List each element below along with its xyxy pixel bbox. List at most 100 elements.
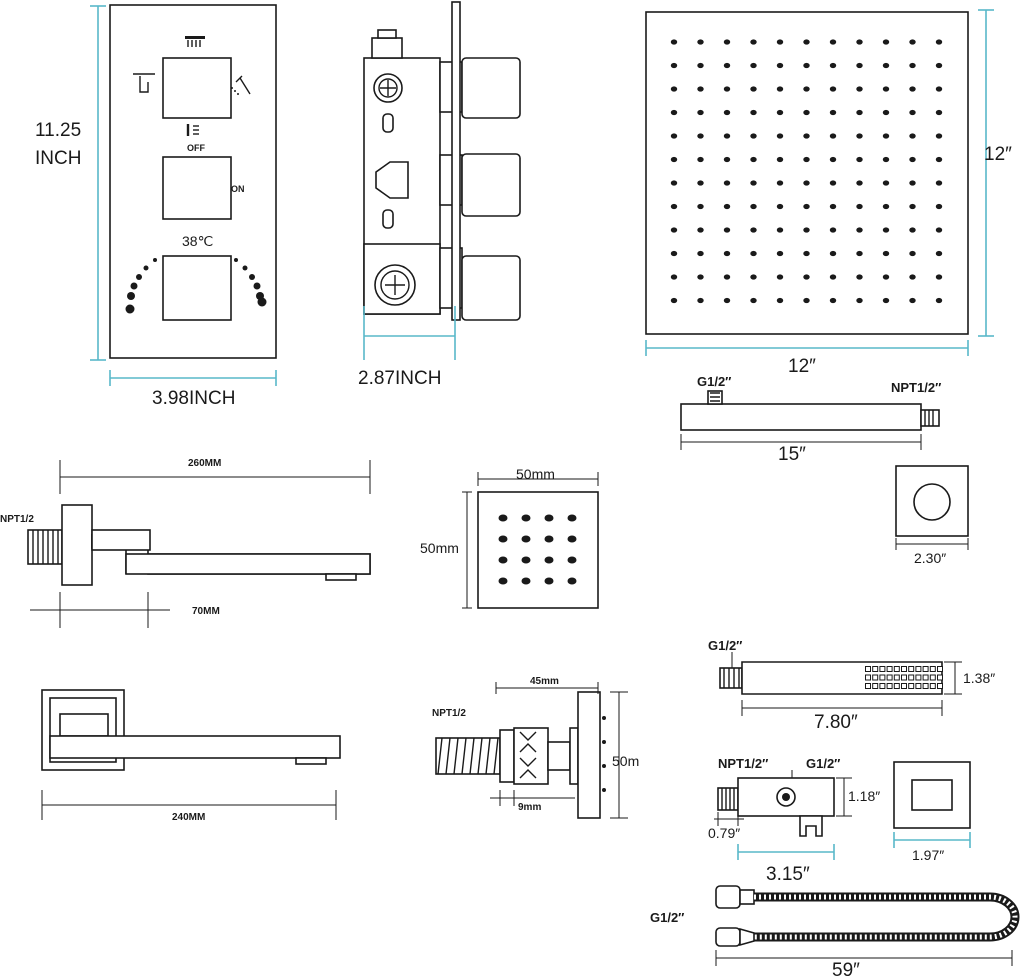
nozzle-hole [750, 62, 757, 69]
nozzle-hole [521, 577, 531, 585]
nozzle-hole [935, 62, 943, 69]
nozzle-hole [750, 250, 757, 257]
nozzle-hole [697, 62, 704, 69]
wall-elbow-holder: NPT1/2″ G1/2″ 1.18″ 0.79″ 3.15″ 1.97″ [708, 756, 971, 885]
nozzle-hole [670, 274, 678, 280]
nozzle-hole [856, 39, 863, 45]
nozzle-hole [803, 250, 810, 257]
valve-depth-label: 2.87INCH [358, 368, 441, 389]
valve-front: OFF ON 38℃ 11.25 INCH 3.98INCH [35, 4, 277, 409]
hand-shower-height-label: 1.38″ [963, 670, 995, 686]
nozzle-hole [670, 109, 678, 116]
nozzle-hole [776, 180, 784, 186]
nozzle-hole [829, 250, 837, 257]
wall-spout: 260MM NPT1/2 70MM [0, 458, 371, 628]
flange-width-label: 2.30″ [914, 550, 946, 566]
nozzle-hole [882, 62, 890, 69]
nozzle-hole [856, 109, 863, 116]
nozzle-hole [776, 109, 784, 116]
body-jet-nozzles [498, 514, 577, 585]
nozzle-hole [544, 535, 554, 543]
arm-flange: 2.30″ [895, 465, 969, 566]
nozzle-hole [829, 133, 837, 139]
nozzle-hole [776, 86, 784, 92]
nozzle-hole [670, 39, 678, 45]
jet-side-face [577, 691, 601, 819]
nozzle-hole [670, 203, 678, 210]
nozzle-hole [697, 180, 704, 186]
nozzle-hole [803, 274, 810, 280]
nozzle-hole [893, 674, 900, 681]
shower-head-face [645, 11, 969, 335]
nozzle-hole [829, 156, 837, 163]
nozzle-hole [723, 250, 731, 257]
nozzle-hole [776, 62, 784, 69]
nozzle-hole [697, 297, 704, 304]
nozzle-hole [909, 156, 916, 163]
nozzle-hole [723, 297, 731, 304]
nozzle-hole [882, 297, 890, 304]
nozzle-hole [750, 109, 757, 116]
holder-thread-length-label: 0.79″ [708, 825, 740, 841]
nozzle-hole [909, 62, 916, 69]
nozzle-hole [697, 274, 704, 280]
nozzle-hole [544, 556, 554, 564]
nozzle-hole [909, 133, 916, 139]
body-jet-face [477, 491, 599, 609]
nozzle-hole [856, 227, 863, 233]
shower-arm-body [680, 403, 922, 431]
nozzle-hole [882, 133, 890, 139]
nozzle-hole [909, 86, 916, 92]
diverter-handle-top [162, 57, 232, 119]
nozzle-hole [882, 250, 890, 257]
holder-npt-label: NPT1/2″ [718, 756, 768, 771]
nozzle-hole [803, 86, 810, 92]
shower-hose: G1/2″ 59″ [650, 885, 1020, 980]
tub-spout-arm [49, 735, 341, 759]
nozzle-hole [935, 227, 943, 233]
nozzle-hole [567, 556, 577, 564]
rain-shower-head: 12″ 12″ [645, 9, 1012, 377]
nozzle-hole [498, 556, 508, 564]
jet-side-width-label: 45mm [530, 676, 559, 687]
nozzle-hole [856, 274, 863, 280]
tub-spout-length-label: 240MM [172, 812, 205, 823]
nozzle-hole [882, 156, 890, 163]
nozzle-hole [937, 666, 943, 672]
nozzle-hole [935, 274, 943, 280]
valve-side: 2.87INCH [358, 1, 521, 389]
nozzle-hole [886, 666, 893, 672]
shower-arm-length-label: 15″ [778, 444, 806, 465]
nozzle-hole [937, 674, 943, 681]
nozzle-hole [750, 227, 757, 233]
nozzle-hole [872, 674, 879, 681]
nozzle-hole [750, 203, 757, 210]
nozzle-hole [909, 227, 916, 233]
body-jet-height-label: 50mm [420, 540, 459, 556]
nozzle-hole [908, 683, 915, 689]
shower-head-height-label: 12″ [984, 144, 1012, 165]
nozzle-hole [829, 203, 837, 210]
body-jet-icon [186, 124, 199, 136]
nozzle-hole [521, 535, 531, 543]
nozzle-hole [915, 683, 922, 689]
hose-length-label: 59″ [832, 960, 860, 980]
nozzle-hole [697, 39, 704, 45]
nozzle-hole [935, 133, 943, 139]
nozzle-hole [829, 62, 837, 69]
nozzle-hole [829, 109, 837, 116]
nozzle-hole [909, 274, 916, 280]
nozzle-hole [922, 683, 929, 689]
temperature-scale-dots [125, 258, 267, 314]
nozzle-hole [935, 250, 943, 257]
nozzle-hole [750, 86, 757, 92]
nozzle-hole [723, 203, 731, 210]
nozzle-hole [929, 674, 936, 681]
flange-hole [913, 483, 951, 521]
shower-head-nozzles [670, 39, 943, 304]
spout-flange [61, 504, 93, 586]
nozzle-hole [803, 156, 810, 163]
nozzle-hole [776, 39, 784, 45]
hand-shower: G1/2″ 1.38″ 7.80″ [708, 638, 995, 733]
nozzle-hole [886, 683, 893, 689]
